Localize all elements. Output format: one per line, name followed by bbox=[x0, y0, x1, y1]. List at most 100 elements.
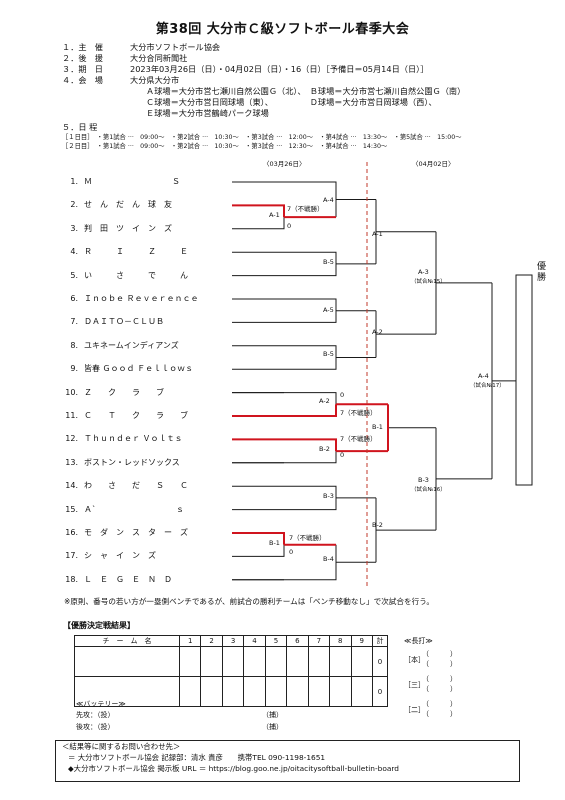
team-row: 16. モ ダ ン ス タ ー ズ bbox=[52, 527, 222, 538]
team-name: Ｍ Ｓ bbox=[84, 177, 180, 186]
inning-header: 9 bbox=[350, 635, 373, 647]
inning-header: 1 bbox=[178, 635, 202, 647]
team-row: 5.い さ で ん bbox=[52, 270, 222, 281]
game-note: （試合№16） bbox=[411, 487, 446, 493]
team-name: Ｃ Ｔ ク ラ ブ bbox=[84, 411, 188, 420]
team-name: い さ で ん bbox=[84, 270, 188, 280]
paren: （ ） bbox=[422, 700, 457, 708]
bracket-line bbox=[232, 181, 337, 218]
winner-path bbox=[232, 404, 337, 417]
score-label: 7（不戦勝） bbox=[340, 409, 377, 417]
team-name: わ さ だ Ｓ Ｃ bbox=[84, 481, 188, 491]
team-row: 4. Ｒ Ｉ Ｚ Ｅ bbox=[52, 246, 222, 257]
total-cell: 0 bbox=[372, 646, 388, 677]
inning-header: 4 bbox=[243, 635, 266, 647]
team-number: 18. bbox=[65, 574, 78, 584]
game-label: B-2 bbox=[372, 521, 383, 529]
paren: （ ） bbox=[422, 710, 457, 718]
paren: （ ） bbox=[422, 650, 457, 658]
game-label: A-1 bbox=[372, 230, 383, 238]
team-number: 13. bbox=[65, 457, 78, 467]
long-hit-label: ［三］ bbox=[404, 681, 425, 689]
winner-path bbox=[232, 438, 337, 452]
team-number: 4. bbox=[70, 247, 78, 257]
schedule-heading: ５．日 程 bbox=[62, 122, 98, 132]
score-label: 7（不戦勝） bbox=[340, 435, 377, 443]
team-number: 2. bbox=[70, 200, 78, 210]
team-number: 16. bbox=[65, 528, 78, 537]
team-name: Ｉｎｏｂｅ Ｒｅｖｅｒｅｎｃｅ bbox=[84, 294, 199, 303]
game-label: A-5 bbox=[323, 306, 334, 314]
team-number: 7. bbox=[70, 317, 78, 327]
team-number: 17. bbox=[65, 551, 78, 561]
game-label: B-3 bbox=[418, 476, 429, 484]
long-hit-label: ［二］ bbox=[404, 706, 425, 714]
team-number: 12. bbox=[65, 434, 78, 444]
battery-row: 先攻：（投） bbox=[76, 711, 115, 719]
team-row: 11. Ｃ Ｔ ク ラ ブ bbox=[52, 410, 222, 421]
game-label: B-2 bbox=[319, 445, 330, 453]
team-number: 15. bbox=[65, 504, 78, 514]
final-score-table: チ ー ム 名 1 2 3 4 5 6 7 8 9 計 0 0 bbox=[74, 635, 388, 707]
team-number: 10. bbox=[65, 387, 78, 397]
team-name: 皆春 Ｇｏｏｄ Ｆｅｌｌｏｗｓ bbox=[84, 364, 194, 374]
game-label: B-1 bbox=[372, 423, 383, 431]
team-name: せ ん だ ん 球 友 bbox=[84, 200, 172, 210]
winner-path bbox=[232, 532, 285, 545]
paren: （ ） bbox=[422, 675, 457, 683]
winner-path bbox=[232, 204, 285, 218]
game-note: （試合№15） bbox=[411, 279, 446, 285]
game-label: A-4 bbox=[323, 196, 334, 204]
inning-header: 8 bbox=[329, 635, 352, 647]
champion-box bbox=[515, 274, 533, 486]
contact-heading: ＜結果等に関するお問い合わせ先＞ bbox=[62, 742, 181, 751]
venue-line: Ａ球場＝大分市営七瀬川自然公園Ｇ（北）、 Ｂ球場＝大分市営七瀬川自然公園Ｇ（南） bbox=[146, 86, 466, 96]
team-name: Ａ` ｓ bbox=[84, 504, 184, 514]
schedule-day1: ［１日目］ ・第1試合 ··· 09:00～ ・第2試合 ··· 10:30～ … bbox=[62, 134, 462, 141]
game-label: B-5 bbox=[323, 258, 334, 266]
venue-line: Ｅ球場＝大分市営鶴崎パーク球場 bbox=[146, 108, 269, 118]
team-cell bbox=[74, 676, 180, 707]
team-row: 2. せ ん だ ん 球 友 bbox=[52, 199, 222, 210]
team-row: 3.判 田 ツ イ ン ズ bbox=[52, 223, 222, 234]
team-name: ユキネームインディアンズ bbox=[84, 340, 179, 350]
game-label: B-3 bbox=[323, 492, 334, 500]
total-cell: 0 bbox=[372, 676, 388, 707]
team-name: モ ダ ン ス タ ー ズ bbox=[84, 528, 188, 537]
bracket-line bbox=[232, 451, 337, 464]
game-note: （試合№17） bbox=[470, 383, 505, 389]
contact-box: ＜結果等に関するお問い合わせ先＞ ＝ 大分市ソフトボール協会 記録部：清水 貴彦… bbox=[55, 740, 520, 782]
inning-header: 7 bbox=[307, 635, 331, 647]
team-row: 9.皆春 Ｇｏｏｄ Ｆｅｌｌｏｗｓ bbox=[52, 363, 222, 374]
game-label: B-4 bbox=[323, 555, 334, 563]
game-label: A-1 bbox=[269, 211, 280, 219]
team-row: 13. ボストン・レッドソックス bbox=[52, 457, 222, 468]
inning-header: 5 bbox=[264, 635, 288, 647]
info-row: ４．会 場大分県大分市 bbox=[62, 75, 180, 85]
date-label-day2: 〈04月02日〉 bbox=[412, 160, 455, 168]
team-name: ボストン・レッドソックス bbox=[84, 457, 180, 467]
team-number: 11. bbox=[65, 411, 78, 420]
team-row: 17. シ ャ イ ン ズ bbox=[52, 550, 222, 561]
team-row: 8. ユキネームインディアンズ bbox=[52, 340, 222, 351]
team-name: Ｒ Ｉ Ｚ Ｅ bbox=[84, 247, 188, 257]
battery-row: （捕） bbox=[262, 723, 283, 731]
contact-url[interactable]: ◆大分市ソフトボール協会 掲示板 URL ＝ https://blog.goo.… bbox=[68, 764, 399, 773]
score-label: 0 bbox=[289, 548, 294, 556]
bench-note: ※原則、番号の若い方が一塁側ベンチであるが、前試合の勝利チームは「ベンチ移動なし… bbox=[64, 597, 434, 606]
total-header: 計 bbox=[372, 635, 388, 647]
bracket-line bbox=[232, 544, 285, 557]
team-name: シ ャ イ ン ズ bbox=[84, 551, 156, 561]
paren: （ ） bbox=[422, 660, 457, 668]
inning-header: 3 bbox=[221, 635, 245, 647]
info-row: ２．後 援大分合同新聞社 bbox=[62, 53, 188, 63]
contact-line: ＝ 大分市ソフトボール協会 記録部：清水 貴彦 携帯TEL 090-1198-1… bbox=[68, 753, 326, 762]
score-label: 0 bbox=[340, 451, 345, 459]
date-label-day1: 〈03月26日〉 bbox=[263, 160, 306, 168]
team-number: 8. bbox=[70, 340, 78, 350]
team-name: Ｚ ク ラ ブ bbox=[84, 387, 164, 397]
team-row: 18. Ｌ Ｅ Ｇ Ｅ Ｎ Ｄ bbox=[52, 574, 222, 585]
team-row: 15. Ａ` ｓ bbox=[52, 504, 222, 515]
team-name: Ｌ Ｅ Ｇ Ｅ Ｎ Ｄ bbox=[84, 574, 172, 584]
